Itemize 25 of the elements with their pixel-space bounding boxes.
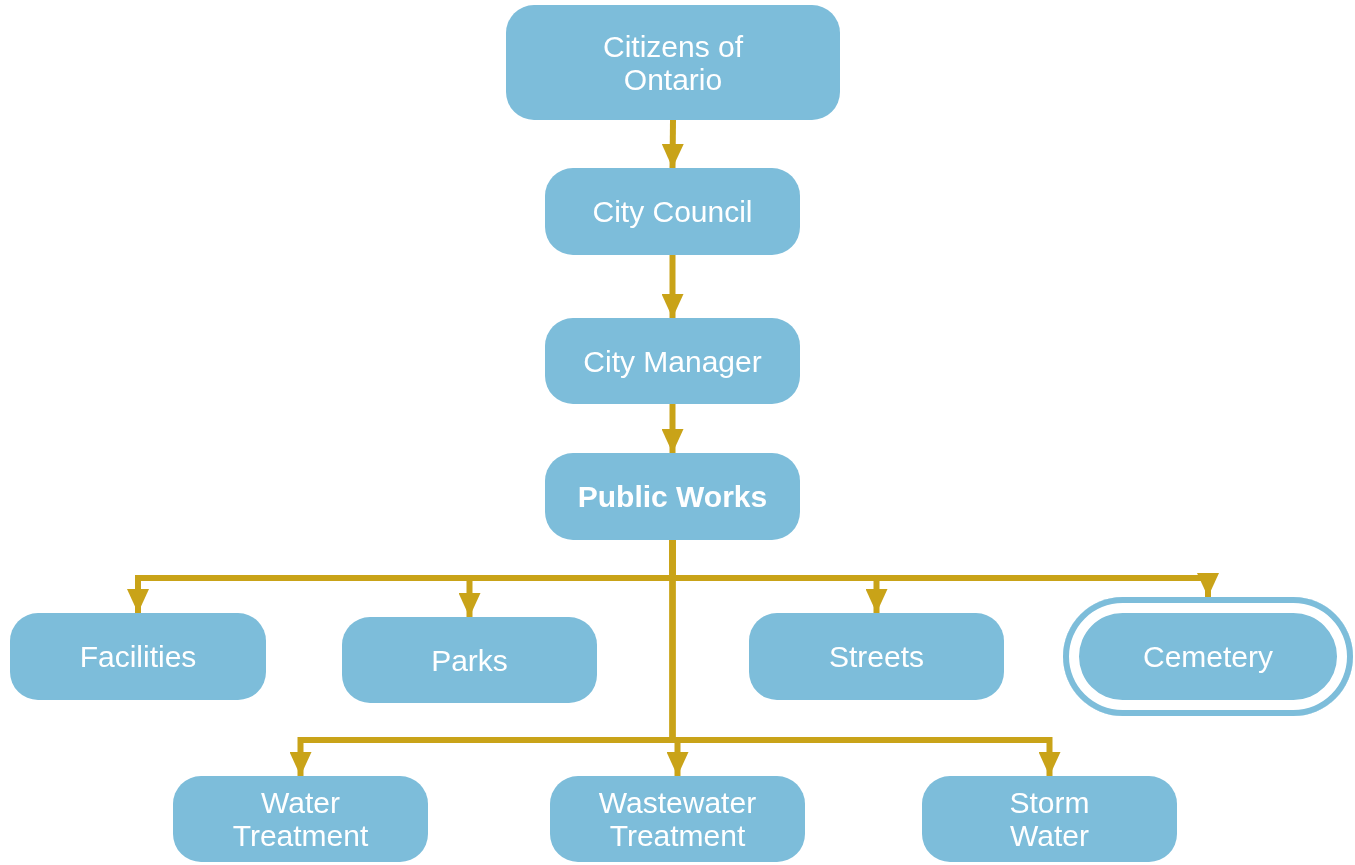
rounded-box — [545, 453, 800, 540]
rounded-box — [922, 776, 1177, 862]
box-label: Storm Water — [1008, 786, 1091, 852]
rounded-box — [10, 613, 266, 700]
box-label: Parks — [431, 643, 508, 677]
rounded-box — [550, 776, 805, 862]
box-label: Facilities — [79, 640, 197, 673]
arrow — [661, 119, 684, 169]
arrow — [669, 540, 1061, 776]
rounded-box — [545, 168, 800, 255]
box-label: City Manager — [583, 344, 762, 378]
arrow — [661, 404, 684, 453]
box-label: Public Works — [577, 480, 768, 513]
rounded-box — [173, 776, 428, 862]
rounded-box — [506, 5, 840, 120]
box-label: Streets — [828, 640, 924, 673]
box-label: Citizens of Ontario — [601, 29, 745, 96]
box-label: Cemetery — [1142, 640, 1273, 673]
rounded-box — [749, 613, 1004, 700]
arrow — [661, 255, 684, 318]
box-label: Wastewater Treatment — [597, 786, 758, 852]
rounded-box — [545, 318, 800, 404]
box-label: City Council — [592, 195, 753, 228]
rounded-box — [342, 617, 597, 703]
box-label: Water Treatment — [231, 786, 370, 852]
